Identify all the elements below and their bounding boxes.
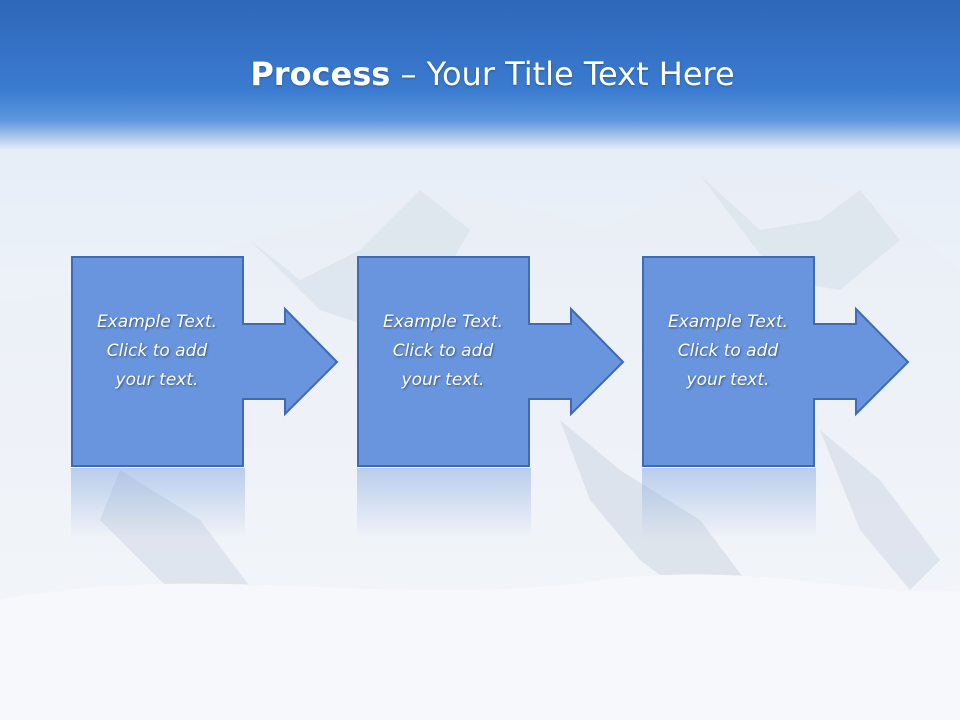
process-step-1[interactable]: Example Text. Click to add your text.: [71, 256, 361, 468]
step-arrow-shape: [357, 256, 625, 467]
title-bold: Process: [250, 55, 391, 93]
step-text-line: Example Text.: [382, 312, 504, 332]
step-text-line: your text.: [686, 370, 770, 390]
step-arrow-shape: [71, 256, 339, 467]
process-step-2[interactable]: Example Text. Click to add your text.: [357, 256, 647, 468]
step-text-line: your text.: [115, 370, 199, 390]
slide-title[interactable]: Process – Your Title Text Here: [0, 54, 960, 94]
step-text-line: Click to add: [392, 341, 494, 361]
step-text-line: Example Text.: [96, 312, 218, 332]
step-text-line: Example Text.: [667, 312, 789, 332]
title-banner: [0, 0, 960, 150]
step-2-reflection: [357, 468, 531, 538]
step-1-reflection: [71, 468, 245, 538]
step-text-line: Click to add: [677, 341, 779, 361]
title-rest: – Your Title Text Here: [390, 55, 735, 93]
step-text-line: Click to add: [106, 341, 208, 361]
step-1-text[interactable]: Example Text. Click to add your text.: [71, 308, 243, 395]
step-3-reflection: [642, 468, 816, 538]
step-text-line: your text.: [401, 370, 485, 390]
step-3-text[interactable]: Example Text. Click to add your text.: [642, 308, 814, 395]
step-arrow-shape: [642, 256, 910, 467]
step-2-text[interactable]: Example Text. Click to add your text.: [357, 308, 529, 395]
process-step-3[interactable]: Example Text. Click to add your text.: [642, 256, 932, 468]
